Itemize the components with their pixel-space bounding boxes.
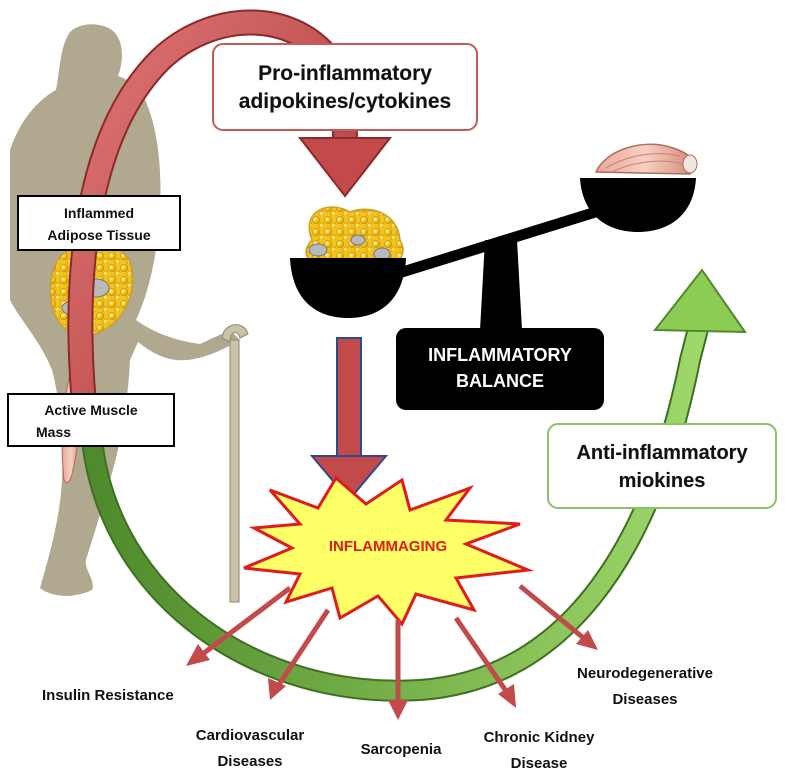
arrow-down-to-inflammaging	[309, 337, 389, 502]
left-bowl-adipose	[290, 206, 406, 318]
outcome-arrows	[186, 584, 598, 720]
right-bowl-muscle	[580, 143, 698, 232]
outcome-cardiovascular-line1: Cardiovascular	[196, 727, 305, 744]
active-muscle-label-line2: Mass	[36, 424, 71, 440]
arrow-to-chronic-kidney	[453, 616, 516, 708]
inflammaging-burst: INFLAMMAGING	[243, 475, 534, 627]
anti-inflammatory-label-line1: Anti-inflammatory	[576, 442, 748, 464]
inflamed-adipose-label-line1: Inflammed	[64, 205, 134, 221]
outcome-sarcopenia: Sarcopenia	[361, 741, 443, 758]
pro-inflammatory-box: Pro-inflammatory adipokines/cytokines	[212, 43, 478, 131]
balance-label-line2: BALANCE	[456, 371, 544, 391]
outcome-chronic-kidney-line2: Disease	[511, 755, 568, 772]
arrow-to-neurodegenerative	[518, 584, 598, 650]
outcome-neurodegenerative-line1: Neurodegenerative	[577, 665, 713, 682]
inflamed-adipose-label-line2: Adipose Tissue	[47, 227, 150, 243]
pro-inflammatory-label-line1: Pro-inflammatory	[258, 62, 432, 85]
pro-inflammatory-label-line2: adipokines/cytokines	[239, 90, 451, 113]
active-muscle-label-line1: Active Muscle	[44, 402, 138, 418]
arrow-to-cardiovascular	[268, 608, 331, 700]
outcome-insulin-resistance: Insulin Resistance	[42, 687, 174, 704]
outcome-cardiovascular-line2: Diseases	[217, 753, 282, 770]
arrow-to-sarcopenia	[388, 620, 408, 720]
walking-cane	[229, 339, 240, 603]
inflamed-adipose-box: Inflammed Adipose Tissue	[17, 195, 181, 251]
anti-inflammatory-box: Anti-inflammatory miokines	[547, 423, 777, 509]
anti-inflammatory-label-line2: miokines	[619, 470, 706, 492]
active-muscle-box: Active Muscle Mass	[7, 393, 175, 447]
balance-label-line1: INFLAMMATORY	[428, 345, 572, 365]
cane-handle	[221, 324, 249, 343]
outcome-chronic-kidney-line1: Chronic Kidney	[484, 729, 596, 746]
inflammatory-balance-scale: INFLAMMATORY BALANCE	[290, 143, 698, 410]
outcome-neurodegenerative-line2: Diseases	[612, 691, 677, 708]
anti-inflammatory-arc-arrow	[81, 268, 747, 702]
inflammaging-label: INFLAMMAGING	[329, 538, 447, 555]
arrow-to-insulin-resistance	[186, 586, 292, 666]
